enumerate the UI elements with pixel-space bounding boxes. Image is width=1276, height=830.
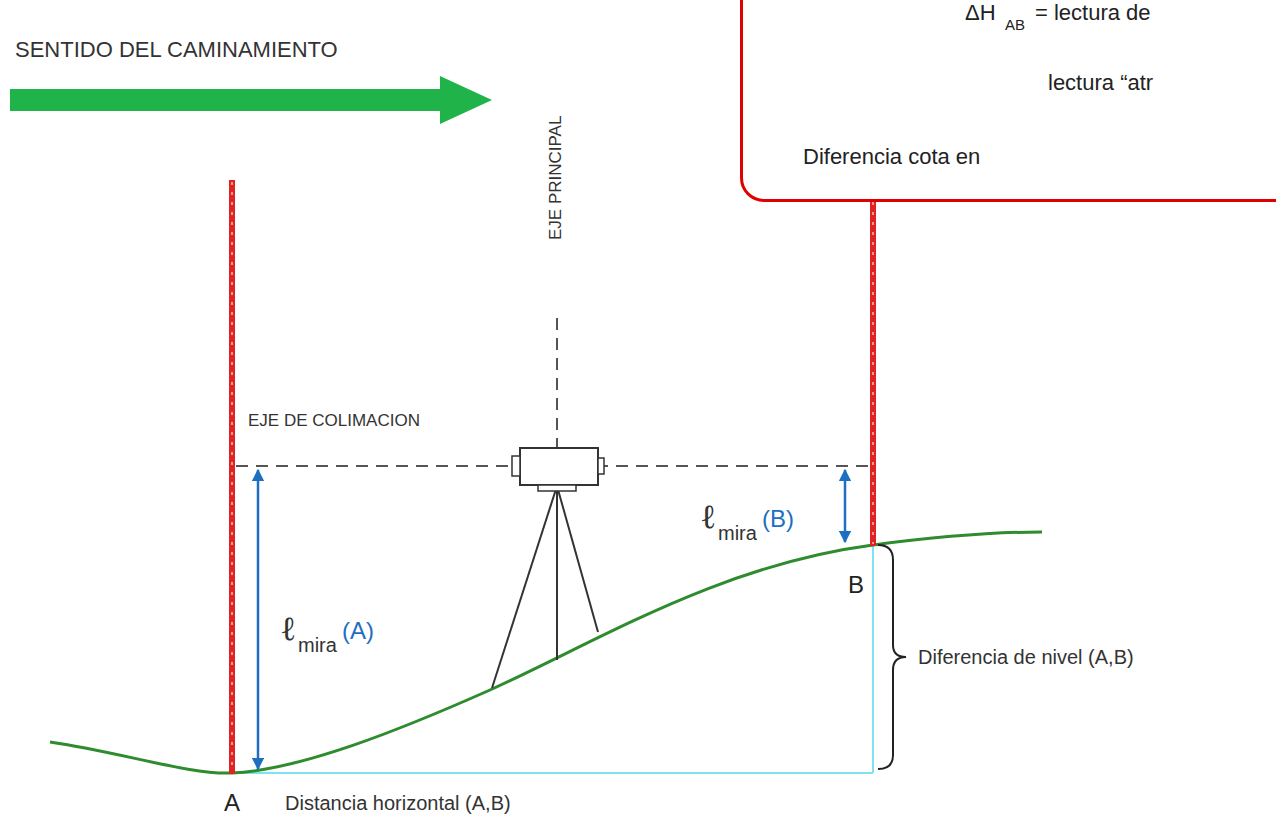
dimension-label: Diferencia de nivel (A,B) <box>916 646 1136 668</box>
level-instrument <box>520 448 598 485</box>
note-text: = lectura de <box>1035 1 1151 25</box>
direction-label: SENTIDO DEL CAMINAMIENTO <box>15 38 338 62</box>
tripod-leg <box>556 486 558 660</box>
staff-reading-point: (B) <box>762 506 794 532</box>
tripod-leg <box>557 486 598 632</box>
point-label: B <box>846 572 866 598</box>
dimension-label: Distancia horizontal (A,B) <box>283 792 513 814</box>
tripod-leg <box>492 486 557 688</box>
instrument-eyepiece <box>598 458 604 474</box>
note-box: ΔH AB = lectura de lectura “atrDiferencia c… <box>740 0 1276 202</box>
point-label: A <box>222 790 242 816</box>
staff-reading-symbol: ℓ <box>280 610 296 647</box>
axis-label: EJE DE COLIMACION <box>248 412 420 431</box>
vertical-reference <box>872 545 874 773</box>
staff-reading-subscript: mira <box>718 522 757 544</box>
reading-arrow <box>257 470 260 769</box>
note-text: Diferencia cota en <box>803 145 980 169</box>
direction-arrow <box>10 76 492 124</box>
staff-reading-symbol: ℓ <box>700 498 716 535</box>
principal-axis <box>556 318 558 448</box>
instrument-base <box>538 485 576 491</box>
leveling-staff <box>229 180 235 774</box>
note-text: AB <box>1005 17 1025 34</box>
staff-reading-point: (A) <box>342 618 374 644</box>
horizontal-reference <box>232 772 873 774</box>
height-brace <box>878 545 906 769</box>
note-text: lectura “atr <box>1048 71 1153 95</box>
axis-label: EJE PRINCIPAL <box>547 116 566 240</box>
note-text: ΔH <box>965 1 996 25</box>
instrument-lens <box>512 456 520 476</box>
staff-marks <box>231 182 233 772</box>
staff-reading-subscript: mira <box>298 634 337 656</box>
reading-arrow <box>844 470 847 542</box>
ground-profile <box>50 532 1042 773</box>
